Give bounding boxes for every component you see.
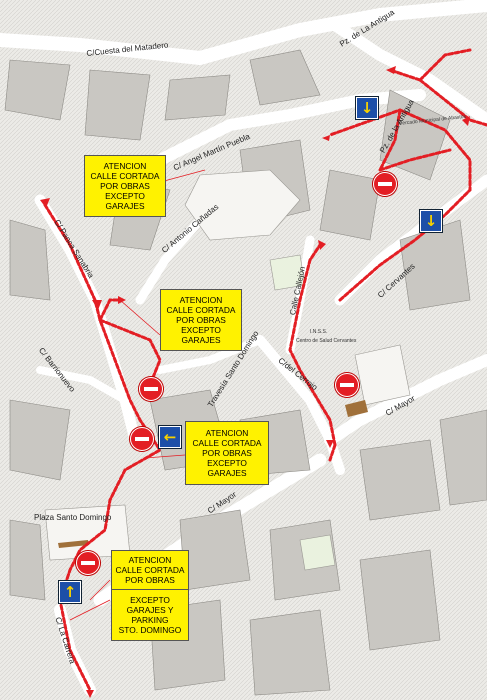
notice-line: CALLE CORTADA [166,305,236,315]
no-entry-sign-icon [373,172,397,196]
detour-routes [43,48,487,692]
notice-line: POR OBRAS [100,181,150,191]
label-inss: I.N.S.S. [310,329,328,335]
mandatory-direction-sign-icon: ↑ [59,581,81,603]
notice-line: CALLE CORTADA [192,438,262,448]
notice-line: GARAJES Y [126,605,174,615]
notice-line: CALLE CORTADA [90,171,160,181]
route-arrows [40,66,470,698]
notice-line: STO. DOMINGO [118,625,182,635]
mandatory-direction-sign-icon: ↓ [356,97,378,119]
notice-line: CALLE CORTADA [115,565,185,575]
notice-line: ATENCION [128,555,172,565]
notice-line: ATENCION [103,161,147,171]
closure-notice: ATENCION CALLE CORTADA POR OBRAS [111,550,189,590]
mandatory-direction-sign-icon: ← [159,426,181,448]
road-pz-antigua [329,19,487,126]
closure-notice: ATENCION CALLE CORTADA POR OBRAS EXCEPTO… [84,155,166,217]
notice-line: ATENCION [179,295,223,305]
road-travesia [156,336,264,374]
mandatory-direction-sign-icon: ↓ [420,210,442,232]
no-entry-sign-icon [130,427,154,451]
notice-line: GARAJES [105,201,145,211]
notice-line: POR OBRAS [125,575,175,585]
no-entry-sign-icon [76,551,100,575]
closure-notice: ATENCION CALLE CORTADA POR OBRAS EXCEPTO… [160,289,242,351]
notice-line: POR OBRAS [202,448,252,458]
notice-line: ATENCION [205,428,249,438]
street-label-plaza-santo-domingo: Plaza Santo Domingo [34,513,112,522]
notice-line: EXCEPTO [105,191,145,201]
road-cerrojo [255,335,345,475]
road-cuesta-matadero [0,0,487,65]
label-centro-salud: Centro de Salud Cervantes [296,338,357,344]
closure-notice: ATENCION CALLE CORTADA POR OBRAS EXCEPTO… [185,421,269,485]
road-barrionuevo [36,366,129,404]
notice-line: EXCEPTO [181,325,221,335]
notice-line: GARAJES [181,335,221,345]
no-entry-sign-icon [139,377,163,401]
plazas [44,169,411,571]
road-angel-martin-puebla [154,89,426,166]
notice-line: POR OBRAS [176,315,226,325]
road-mayor-east [324,354,487,446]
notice-line: EXCEPTO [130,595,170,605]
notice-line: GARAJES [207,468,247,478]
notice-line: EXCEPTO [207,458,247,468]
no-entry-sign-icon [335,373,359,397]
notice-line: PARKING [131,615,169,625]
closure-notice-exception: EXCEPTO GARAJES Y PARKING STO. DOMINGO [111,589,189,641]
